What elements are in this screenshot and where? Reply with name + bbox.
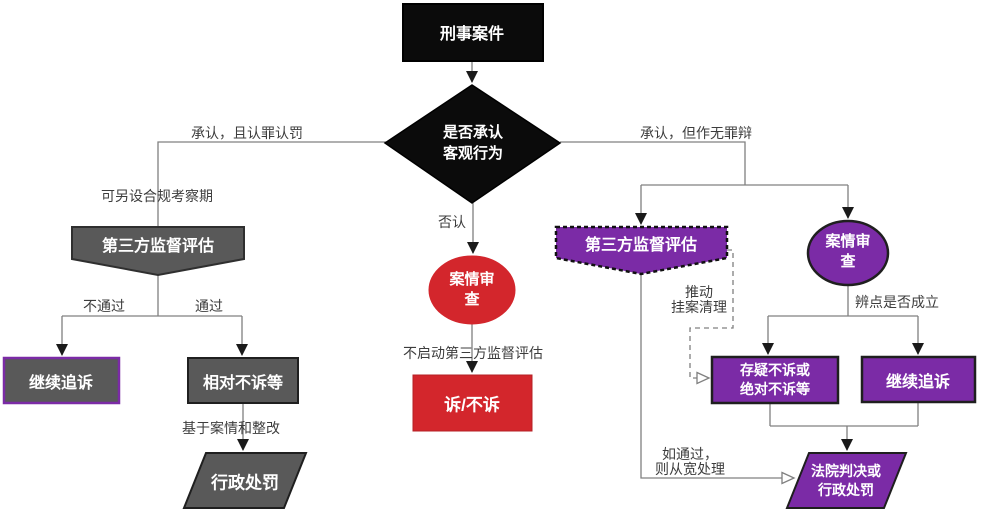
edge-label-pass: 通过 xyxy=(195,298,223,314)
edge-leftassess-split xyxy=(62,275,242,317)
node-admin-penalty[interactable] xyxy=(182,452,308,509)
edge-decision-left xyxy=(157,141,386,226)
edge-label-defense-valid: 辨点是否成立 xyxy=(855,294,939,310)
edge-label-admit-plead: 承认，且认罪认罚 xyxy=(191,125,303,141)
edge-label-push-clear: 推动 挂案清理 xyxy=(671,284,727,315)
edge-review-split xyxy=(768,285,918,317)
edge-label-admit-innocent: 承认，但作无罪辩 xyxy=(640,125,752,141)
edge-label-deny: 否认 xyxy=(438,214,466,230)
node-left-assessment[interactable] xyxy=(71,226,245,277)
node-continue-left[interactable] xyxy=(2,356,121,405)
edge-merge-court xyxy=(769,402,919,427)
edge-label-based-on-case: 基于案情和整改 xyxy=(182,420,280,436)
node-court-or-admin[interactable] xyxy=(785,452,908,509)
edge-label-no-third-party: 不启动第三方监督评估 xyxy=(403,345,543,361)
node-continue-right[interactable] xyxy=(860,355,977,404)
node-relative-nonpros[interactable] xyxy=(187,357,299,404)
node-right-assessment[interactable] xyxy=(554,225,729,276)
edge-label-fail: 不通过 xyxy=(83,298,125,314)
node-start[interactable] xyxy=(402,3,544,62)
edge-label-if-pass: 如通过， 则从宽处理 xyxy=(655,446,725,477)
edge-assess-court xyxy=(640,274,794,478)
node-case-review-center[interactable] xyxy=(428,255,516,325)
node-case-review-right[interactable] xyxy=(806,219,890,287)
edge-push-clear-dashed xyxy=(689,249,734,378)
node-doubtful-nonpros[interactable] xyxy=(710,355,840,405)
node-decision[interactable] xyxy=(383,84,562,204)
edge-decision-right xyxy=(560,141,848,186)
edge-label-compliance-period: 可另设合规考察期 xyxy=(101,188,213,204)
node-pros-or-not[interactable] xyxy=(412,374,533,432)
